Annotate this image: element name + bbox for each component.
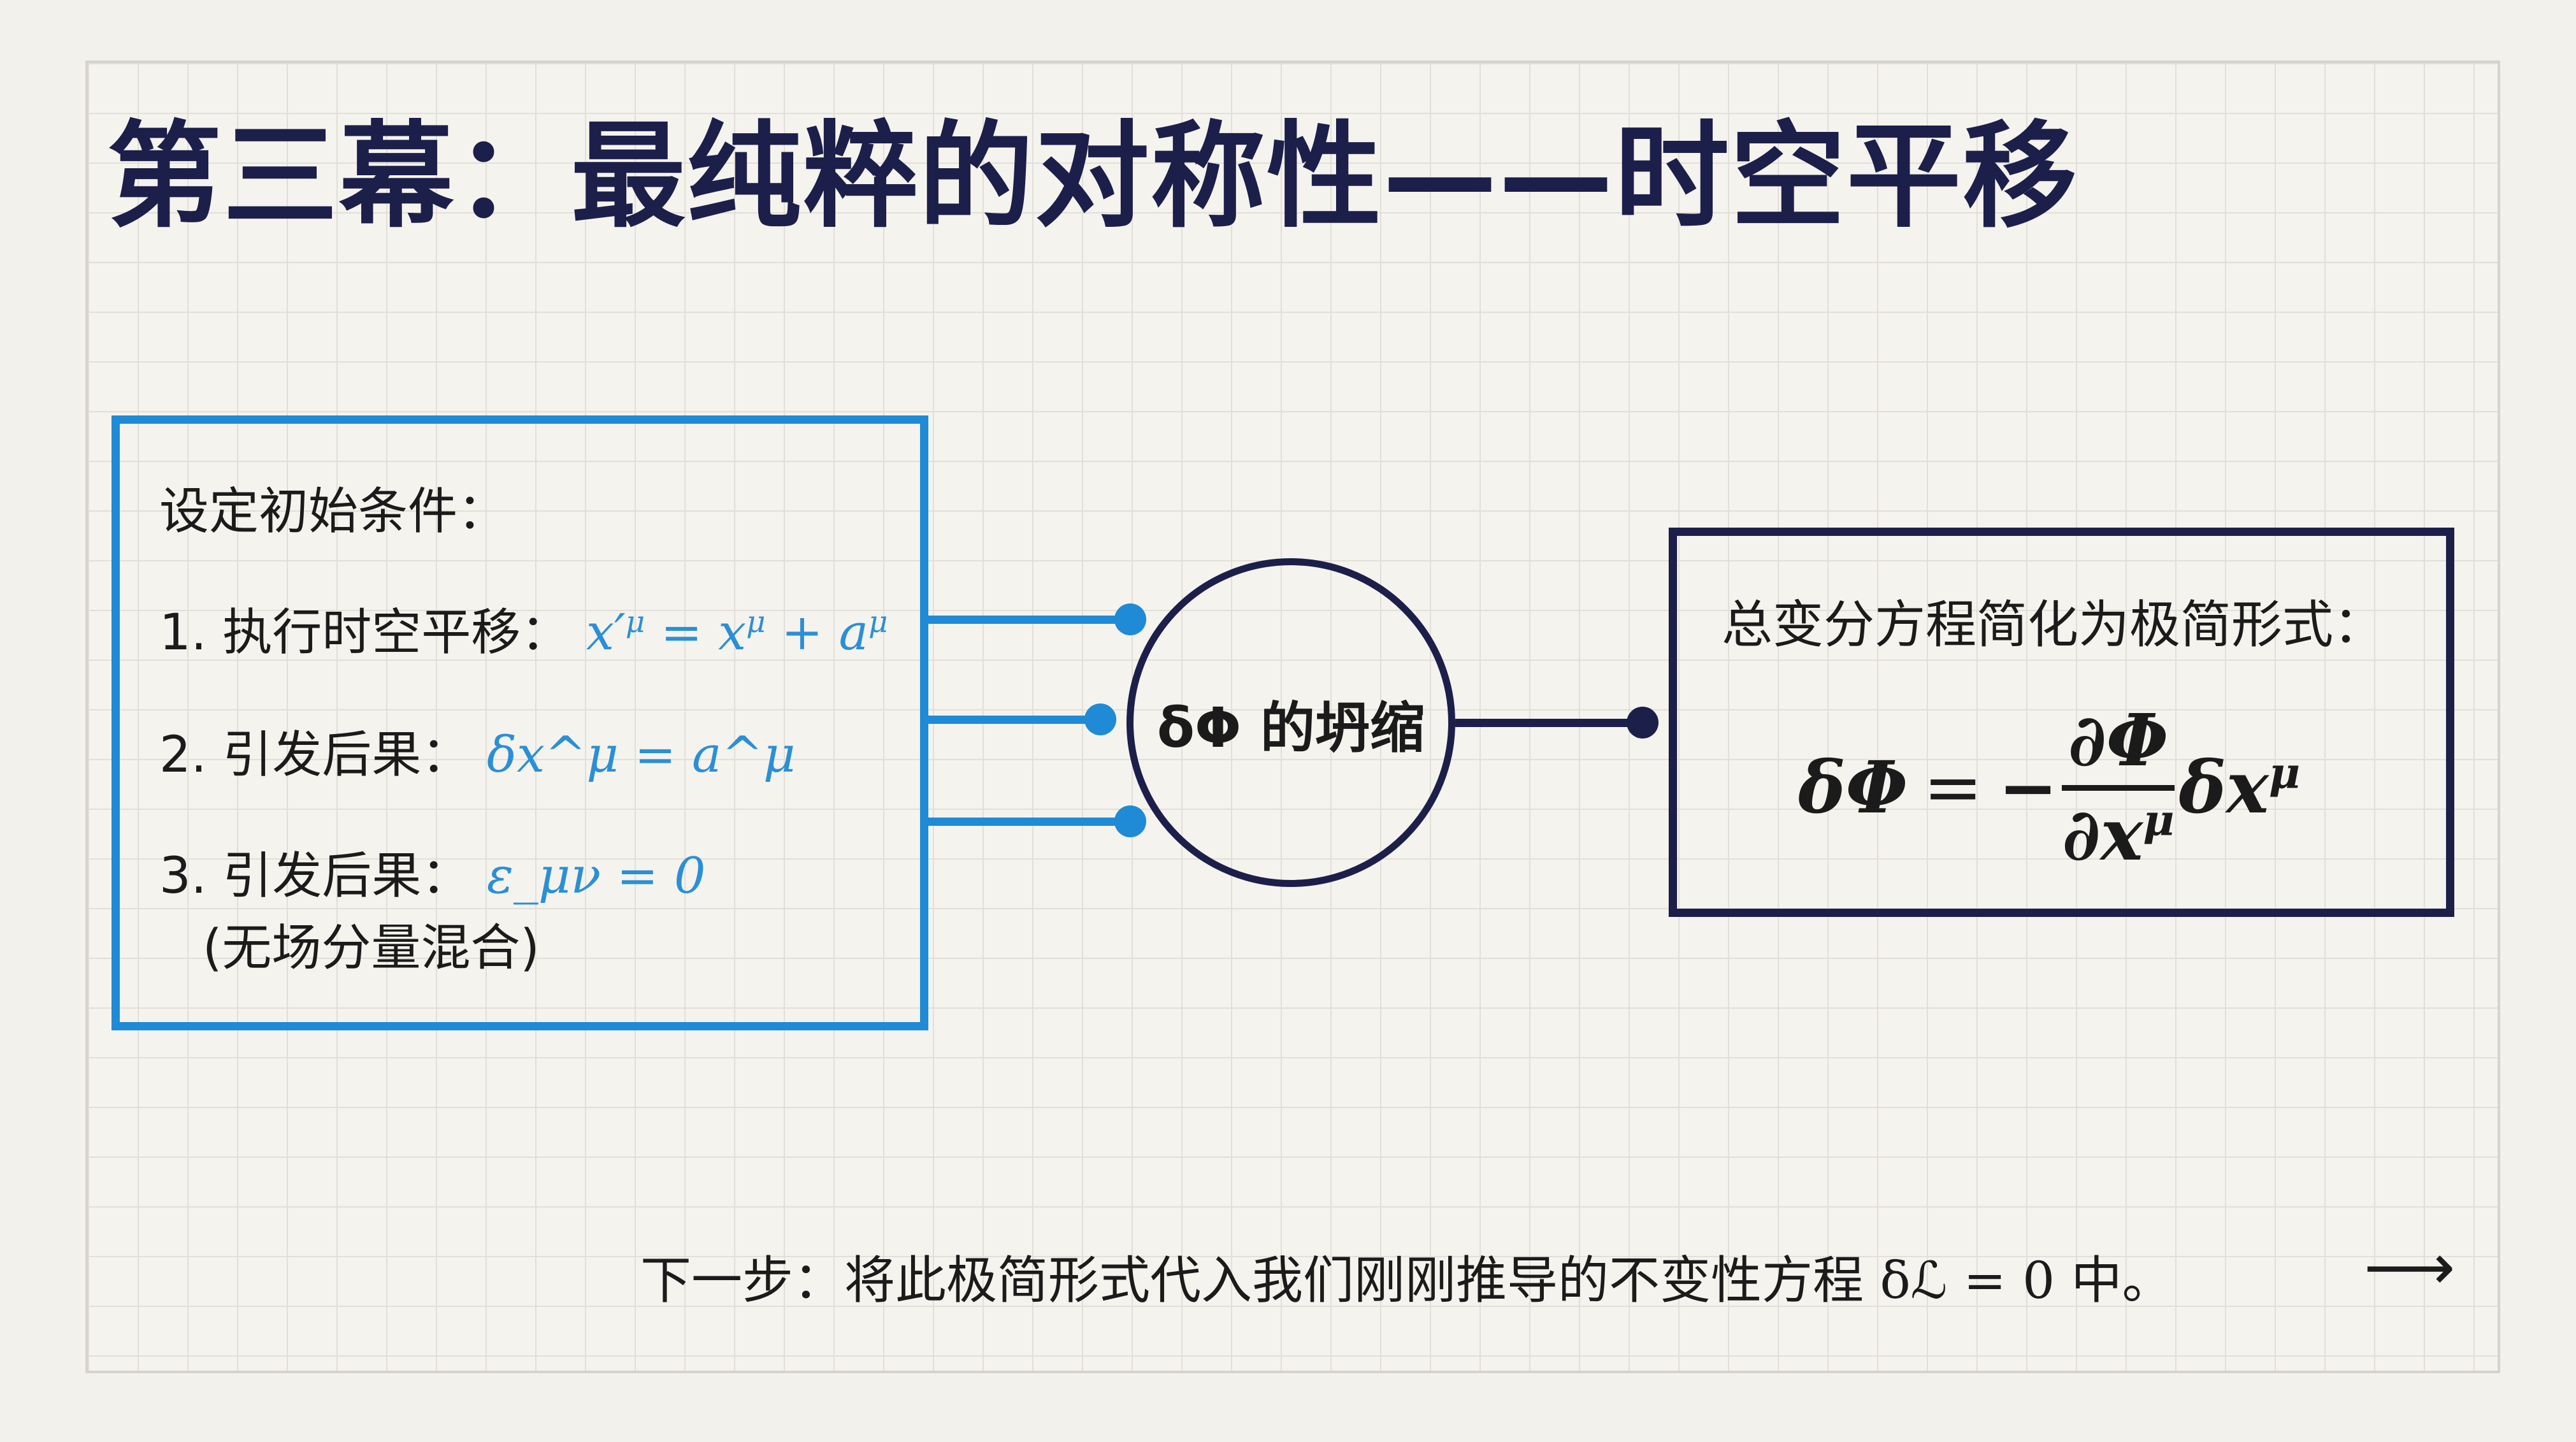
result-formula: δΦ = − ∂Φ ∂xμ δxμ [1798,682,2300,893]
initial-conditions-box [112,415,928,1030]
connector-dot-3 [1114,805,1146,837]
connector-line-3 [928,818,1130,826]
formula-lhs: δΦ [1798,746,1908,830]
next-step-math: δℒ = 0 [1880,1251,2055,1310]
formula-tail: δxμ [2178,746,2300,830]
formula-minus: − [1998,746,2058,830]
condition-3: 3. 引发后果： ε_μν = 0 [159,836,706,907]
denominator-base: ∂x [2062,793,2143,877]
condition-3-note: (无场分量混合) [203,919,540,977]
tail-base: δx [2178,746,2269,830]
result-box: 总变分方程简化为极简形式： δΦ = − ∂Φ ∂xμ δxμ [1669,528,2454,917]
connector-dot-2 [1084,703,1116,735]
fraction-denominator: ∂xμ [2062,791,2175,877]
next-step-prefix: 下一步：将此极简形式代入我们刚刚推导的不变性方程 [640,1251,1864,1310]
collapse-node-label: δΦ 的坍缩 [1156,696,1425,760]
formula-equals: = [1923,746,1983,829]
condition-1-math: x′μ = xμ + aμ [586,604,888,661]
next-step-text: 下一步：将此极简形式代入我们刚刚推导的不变性方程 δℒ = 0 中。 [640,1239,2173,1313]
condition-1-label: 1. 执行时空平移： [159,604,571,661]
condition-3-label: 3. 引发后果： [159,847,471,905]
next-step-suffix: 中。 [2071,1251,2173,1310]
initial-conditions-heading: 设定初始条件： [159,483,508,540]
collapse-node: δΦ 的坍缩 [1126,558,1455,887]
fraction-numerator: ∂Φ [2061,699,2175,791]
output-connector-line [1455,719,1643,727]
connector-line-1 [928,616,1130,624]
output-connector-dot [1627,707,1659,739]
formula-fraction: ∂Φ ∂xμ [2061,699,2175,877]
connector-dot-1 [1114,603,1146,635]
condition-2: 2. 引发后果： δx^μ = a^μ [159,715,796,786]
denominator-sup: μ [2143,795,2175,846]
condition-1: 1. 执行时空平移： x′μ = xμ + aμ [159,593,888,664]
condition-2-math: δx^μ = a^μ [487,726,796,784]
tail-sup: μ [2268,747,2301,798]
long-right-arrow-icon: ⟶ [2364,1230,2456,1304]
condition-2-label: 2. 引发后果： [159,726,471,784]
condition-3-math: ε_μν = 0 [487,847,706,905]
result-heading: 总变分方程简化为极简形式： [1722,595,2384,654]
connector-line-2 [928,716,1100,724]
slide-title: 第三幕：最纯粹的对称性——时空平移 [107,110,2079,243]
